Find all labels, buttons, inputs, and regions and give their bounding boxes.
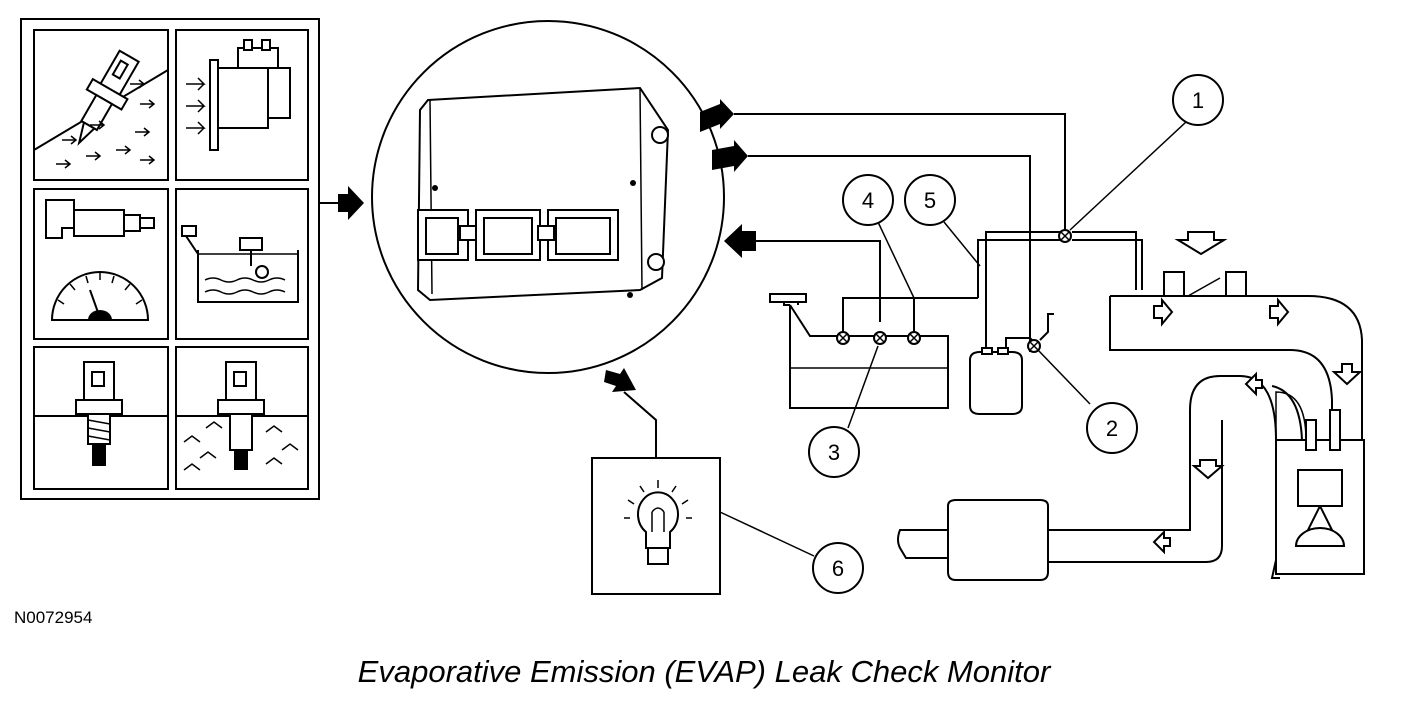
callout-3: 3 <box>808 345 879 478</box>
exhaust-pipe-icon <box>1048 371 1307 563</box>
sensor-panel <box>20 18 320 500</box>
callout-6: 6 <box>719 511 864 594</box>
sensor-cell-4 <box>175 188 309 340</box>
intake-manifold-icon <box>1109 231 1363 440</box>
sensor-cell-6 <box>175 346 309 490</box>
sensor-cell-3 <box>33 188 169 340</box>
callout-2: 2 <box>1037 349 1138 454</box>
svg-text:6: 6 <box>832 556 844 581</box>
svg-text:5: 5 <box>924 188 936 213</box>
evap-canister-icon <box>969 313 1054 415</box>
oxygen-sensor-icon <box>33 49 169 169</box>
engine-icon <box>1270 409 1365 579</box>
sensor-cell-5 <box>33 346 169 490</box>
mass-air-flow-sensor-icon <box>186 39 291 151</box>
coolant-temperature-sensor-icon <box>176 361 308 471</box>
output-arrow-icon <box>604 368 636 392</box>
pressure-gauge-icon <box>45 199 155 321</box>
figure-id: N0072954 <box>14 608 93 627</box>
temperature-sensor-icon <box>34 361 168 466</box>
svg-text:2: 2 <box>1106 416 1118 441</box>
fuel-tank-icon <box>769 293 978 409</box>
callout-1: 1 <box>1069 74 1224 231</box>
sensor-cell-1 <box>33 29 169 181</box>
svg-text:3: 3 <box>828 440 840 465</box>
muffler-icon <box>897 499 1049 581</box>
output-arrow-icon <box>712 140 748 172</box>
callout-5: 5 <box>904 174 981 267</box>
callout-4: 4 <box>842 174 915 299</box>
fuel-level-sender-icon <box>181 225 299 303</box>
input-arrow-icon <box>338 186 364 220</box>
caption: Evaporative Emission (EVAP) Leak Check M… <box>357 654 1051 689</box>
powertrain-control-module-icon <box>371 20 725 374</box>
sensor-cell-2 <box>175 29 309 181</box>
input-arrow-icon <box>724 224 756 258</box>
malfunction-indicator-lamp-icon <box>591 457 721 595</box>
svg-text:4: 4 <box>862 188 874 213</box>
svg-text:1: 1 <box>1192 88 1204 113</box>
output-arrow-icon <box>700 99 734 132</box>
